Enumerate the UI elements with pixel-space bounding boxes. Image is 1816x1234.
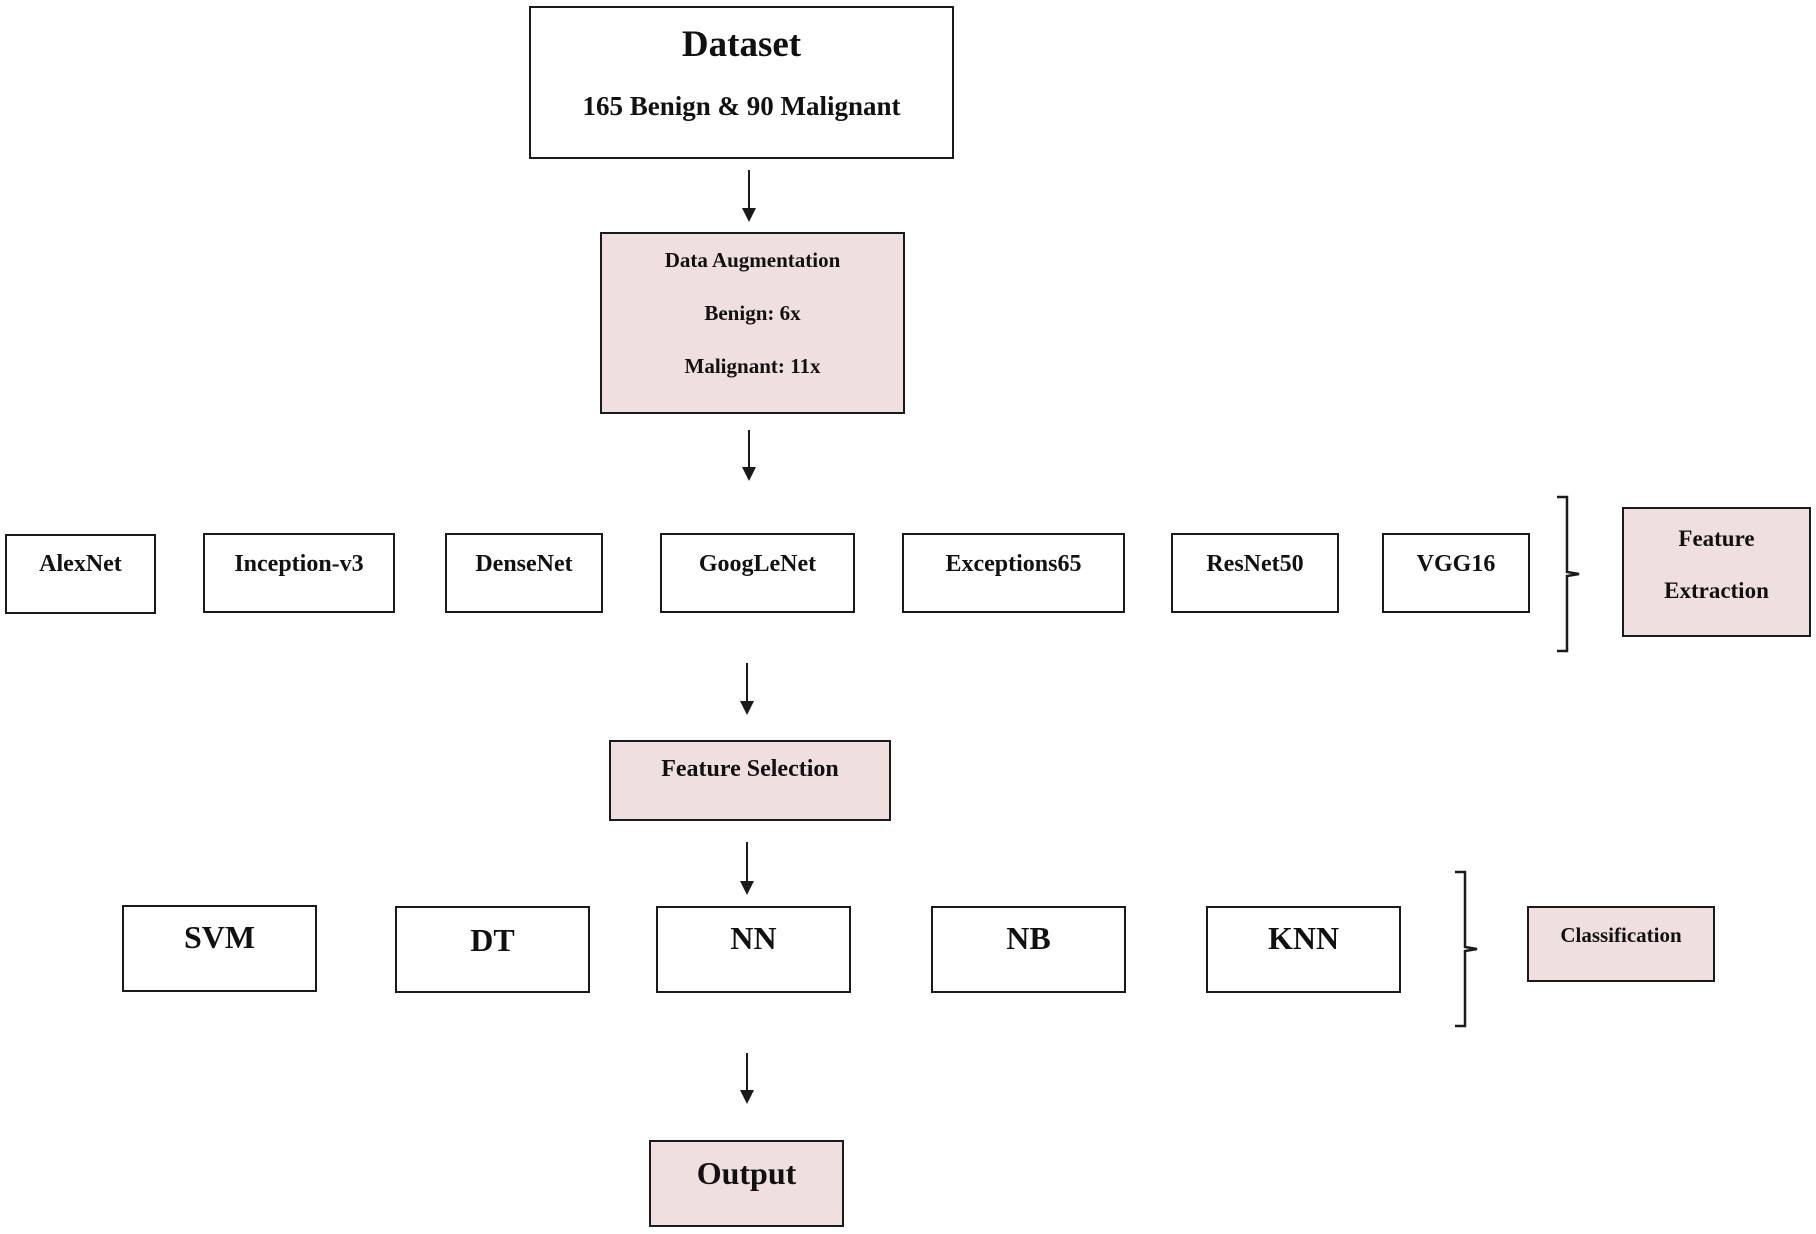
arrow-extraction-to-selection [740, 663, 754, 715]
dataset-box: Dataset 165 Benign & 90 Malignant [529, 6, 954, 159]
model-densenet-label: DenseNet [475, 551, 573, 577]
augmentation-malignant: Malignant: 11x [684, 354, 821, 378]
dataset-subtitle: 165 Benign & 90 Malignant [582, 91, 901, 121]
classification-box: Classification [1527, 906, 1715, 982]
augmentation-title: Data Augmentation [664, 248, 841, 272]
arrow-selection-to-classifiers [740, 842, 754, 895]
model-densenet-box: DenseNet [445, 533, 603, 613]
classifier-knn-label: KNN [1267, 920, 1340, 956]
model-resnet50-label: ResNet50 [1206, 551, 1304, 577]
model-alexnet-box: AlexNet [5, 534, 156, 614]
feature-selection-label: Feature Selection [661, 756, 839, 782]
classification-brace [1455, 870, 1478, 1028]
data-augmentation-box: Data Augmentation Benign: 6x Malignant: … [600, 232, 905, 414]
classifier-nn-label: NN [730, 920, 777, 956]
model-googlenet-label: GoogLeNet [698, 551, 817, 577]
feature-extraction-box: Feature Extraction [1622, 507, 1811, 637]
model-googlenet-box: GoogLeNet [660, 533, 855, 613]
model-vgg16-label: VGG16 [1416, 551, 1496, 577]
dataset-title: Dataset [681, 24, 802, 65]
model-inception-v3-box: Inception-v3 [203, 533, 395, 613]
output-label: Output [696, 1155, 797, 1191]
model-resnet50-box: ResNet50 [1171, 533, 1339, 613]
feature-extraction-brace [1557, 495, 1580, 653]
feature-selection-box: Feature Selection [609, 740, 891, 821]
classifier-svm-label: SVM [183, 919, 256, 955]
output-box: Output [649, 1140, 844, 1227]
classifier-knn-box: KNN [1206, 906, 1401, 993]
classifier-nb-box: NB [931, 906, 1126, 993]
classifier-nn-box: NN [656, 906, 851, 993]
arrow-classifiers-to-output [740, 1053, 754, 1104]
arrow-dataset-to-augmentation [742, 170, 756, 222]
feature-extraction-line2: Extraction [1664, 578, 1769, 603]
classifier-nb-label: NB [1006, 920, 1051, 956]
model-exceptions65-box: Exceptions65 [902, 533, 1125, 613]
classifier-dt-label: DT [470, 922, 515, 958]
model-inception-v3-label: Inception-v3 [234, 551, 364, 577]
classification-label: Classification [1560, 923, 1682, 947]
model-alexnet-label: AlexNet [39, 551, 122, 577]
classifier-svm-box: SVM [122, 905, 317, 992]
feature-extraction-line1: Feature [1678, 526, 1755, 551]
augmentation-benign: Benign: 6x [704, 301, 801, 325]
model-vgg16-box: VGG16 [1382, 533, 1530, 613]
model-exceptions65-label: Exceptions65 [945, 551, 1082, 577]
classifier-dt-box: DT [395, 906, 590, 993]
arrow-augmentation-to-extraction [742, 430, 756, 481]
